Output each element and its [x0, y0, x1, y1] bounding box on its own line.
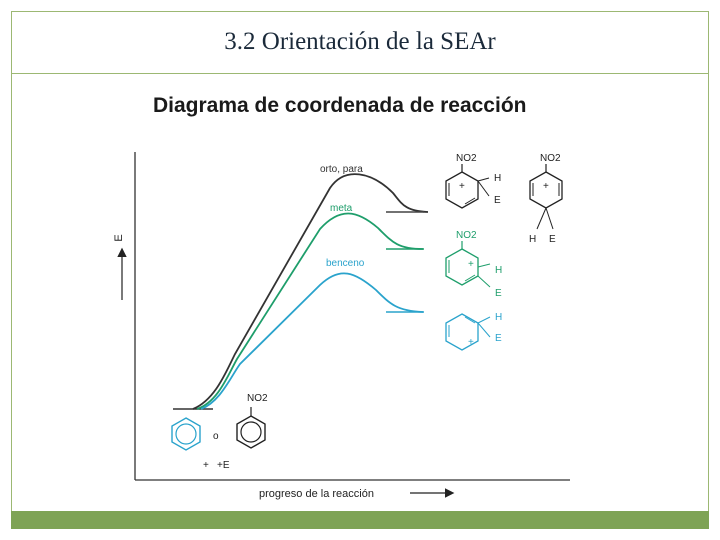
sigma-benceno-e-label: E — [495, 333, 502, 344]
sigma-benceno-h-label: H — [495, 312, 502, 323]
sigma-b-charge: + — [543, 181, 549, 192]
sigma-benceno-charge: + — [468, 337, 474, 348]
nitrobenzene-reactant-icon — [236, 407, 266, 449]
sigma-b-h-label: H — [529, 234, 536, 245]
y-axis-label: E — [113, 234, 125, 241]
footer-accent-bar — [11, 511, 709, 529]
title-box: 3.2 Orientación de la SEAr — [11, 11, 709, 74]
sigma-meta-charge: + — [468, 259, 474, 270]
sigma-complex-orto-para-b-icon — [529, 164, 563, 230]
reactant-plus: + — [203, 460, 209, 471]
x-axis-label: progreso de la reacción — [259, 488, 374, 500]
sigma-a-charge: + — [459, 181, 465, 192]
sigma-a-top-label: NO2 — [456, 153, 477, 164]
reactant-connector: o — [213, 431, 219, 442]
sigma-meta-e-label: E — [495, 288, 502, 299]
sigma-complex-meta-icon — [445, 241, 491, 288]
sigma-a-h-label: H — [494, 173, 501, 184]
sigma-complex-benceno-icon — [445, 313, 491, 351]
sigma-b-e-label: E — [549, 234, 556, 245]
diagram-title: Diagrama de coordenada de reacción — [153, 94, 527, 117]
curve-orto-para — [192, 173, 429, 410]
label-benceno: benceno — [326, 258, 365, 269]
curve-benceno — [200, 272, 424, 410]
electrophile-label: +E — [217, 460, 230, 471]
sigma-a-e-label: E — [494, 195, 501, 206]
sigma-meta-h-label: H — [495, 265, 502, 276]
benzene-reactant-icon — [171, 417, 201, 451]
label-meta: meta — [330, 203, 353, 214]
sigma-complex-orto-para-a-icon — [445, 164, 490, 209]
slide-title: 3.2 Orientación de la SEAr — [224, 28, 496, 55]
sigma-meta-top-label: NO2 — [456, 230, 477, 241]
label-orto-para: orto, para — [320, 164, 363, 175]
nitrobenzene-substituent: NO2 — [247, 393, 268, 404]
curve-meta — [196, 212, 424, 410]
sigma-b-top-label: NO2 — [540, 153, 561, 164]
